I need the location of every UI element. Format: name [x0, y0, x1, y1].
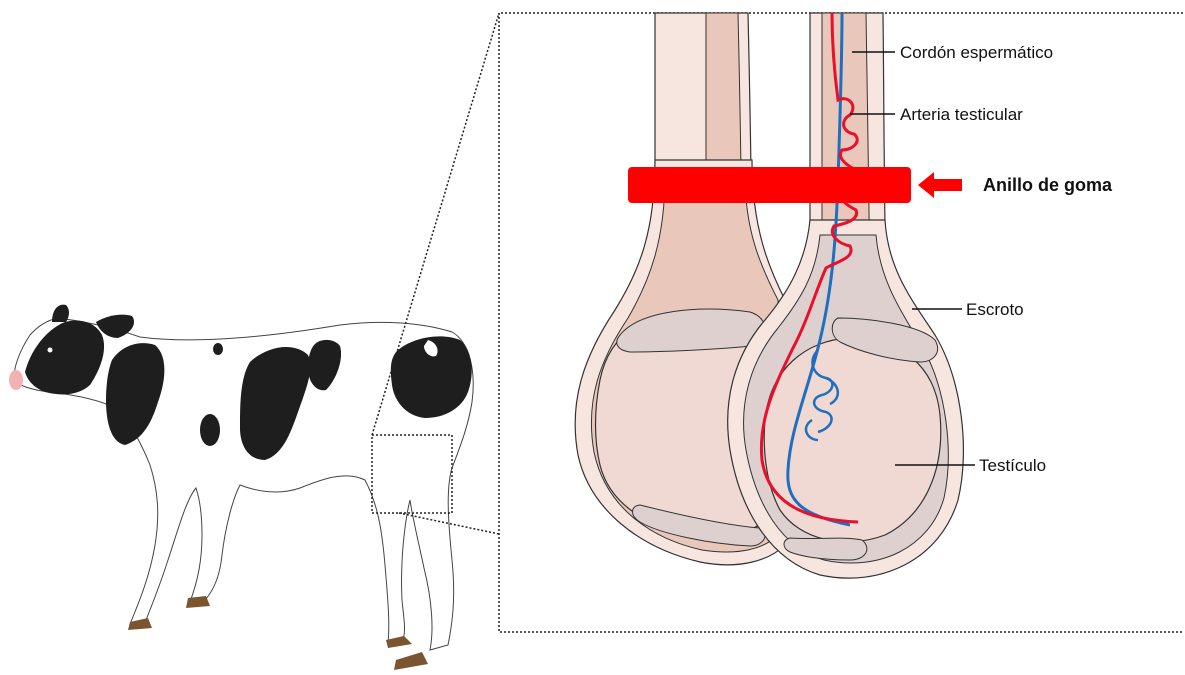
- calf-illustration: [9, 305, 473, 670]
- calf-hoof-2: [186, 596, 210, 608]
- calf-spot-small-2: [213, 343, 223, 355]
- scrotum-anatomy: [575, 13, 963, 578]
- calf-eye: [48, 348, 53, 353]
- label-testicle: Testículo: [979, 456, 1046, 475]
- calf-spot-small-1: [200, 414, 220, 446]
- rubber-ring: [628, 167, 911, 203]
- label-rubber-ring: Anillo de goma: [983, 175, 1113, 195]
- calf-hoof-4: [394, 652, 428, 670]
- arrow-left-icon: [918, 172, 962, 198]
- label-spermatic-cord: Cordón espermático: [900, 43, 1053, 62]
- label-scrotum: Escroto: [966, 300, 1024, 319]
- calf-nose: [9, 370, 23, 390]
- label-testicular-artery: Arteria testicular: [900, 105, 1023, 124]
- calf-ear-left: [52, 305, 69, 322]
